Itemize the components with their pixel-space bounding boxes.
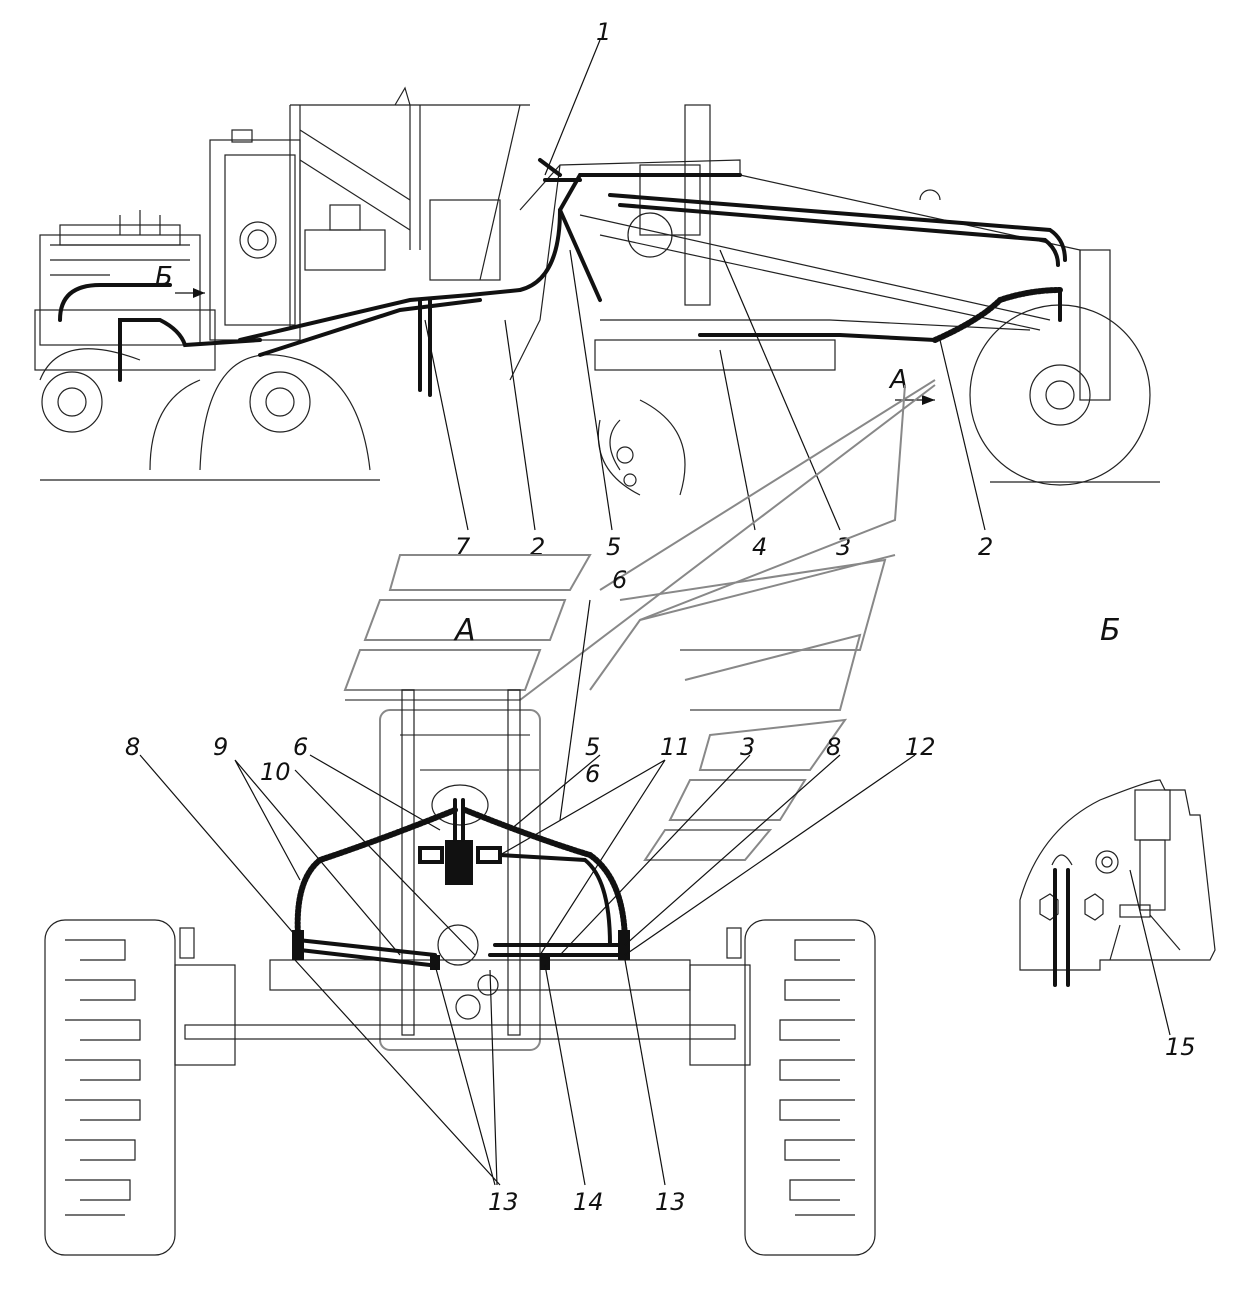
view-a: А [44, 379, 936, 1256]
line-3-bottom [498, 853, 612, 947]
side-view: А Б 1 7 2 5 4 3 2 [34, 18, 1160, 561]
callout-3: 3 [836, 533, 851, 561]
line-2 [418, 298, 432, 397]
callout-10: 10 [260, 758, 291, 786]
callout-13-left: 13 [488, 1188, 519, 1216]
callout-5-bottom: 5 [585, 733, 600, 761]
callout-14: 14 [573, 1188, 604, 1216]
detail-housing [1019, 779, 1216, 971]
rear-wheel-1 [41, 371, 103, 433]
line-1 [58, 283, 172, 322]
valve-block [445, 840, 473, 885]
callout-3-bottom: 3 [740, 733, 755, 761]
line-5 [518, 173, 742, 292]
view-b-title: Б [1100, 613, 1121, 648]
moldboard [597, 399, 686, 496]
view-b-label-top: Б [155, 262, 173, 292]
detail-pipe [1053, 868, 1070, 987]
left-tire [44, 919, 176, 1256]
line-3 [608, 193, 1067, 262]
line-7 [238, 288, 522, 342]
rear-wheel-2 [249, 371, 311, 433]
callout-9: 9 [213, 733, 228, 761]
callout-12: 12 [905, 733, 936, 761]
hose-11 [462, 807, 628, 948]
front-wheel [969, 304, 1151, 486]
hydraulic-tank [209, 139, 301, 341]
line-10 [296, 938, 437, 957]
callout-6-a: 6 [612, 566, 627, 594]
callout-15: 15 [1165, 1033, 1196, 1061]
blade-mast [684, 104, 711, 306]
tie-rod [184, 1024, 736, 1040]
frame-outline [379, 709, 541, 1051]
callout-2a: 2 [530, 533, 545, 561]
cab-frame [289, 104, 530, 330]
callout-7: 7 [455, 533, 471, 561]
view-a-title: А [453, 613, 476, 648]
valve-mount [431, 784, 489, 826]
callout-1: 1 [596, 18, 611, 46]
right-tire [744, 919, 876, 1256]
view-b: Б 15 [1019, 613, 1216, 1061]
detail-fitting [1095, 850, 1119, 874]
callout-8-right: 8 [826, 733, 841, 761]
view-a-label-top: А [888, 365, 908, 395]
callout-2b: 2 [978, 533, 993, 561]
callout-6-c: 6 [585, 760, 600, 788]
circle-drawbar [594, 339, 836, 371]
callout-8-left: 8 [125, 733, 140, 761]
callout-11: 11 [660, 733, 691, 761]
callout-6-b: 6 [293, 733, 308, 761]
front-axle-beam [269, 959, 691, 991]
callout-4: 4 [752, 533, 767, 561]
callout-5: 5 [606, 533, 621, 561]
line-1-connector [538, 158, 582, 182]
hose-2 [932, 287, 1063, 343]
line-4 [698, 333, 937, 342]
hose-9 [294, 807, 458, 938]
callout-13-right: 13 [655, 1188, 686, 1216]
